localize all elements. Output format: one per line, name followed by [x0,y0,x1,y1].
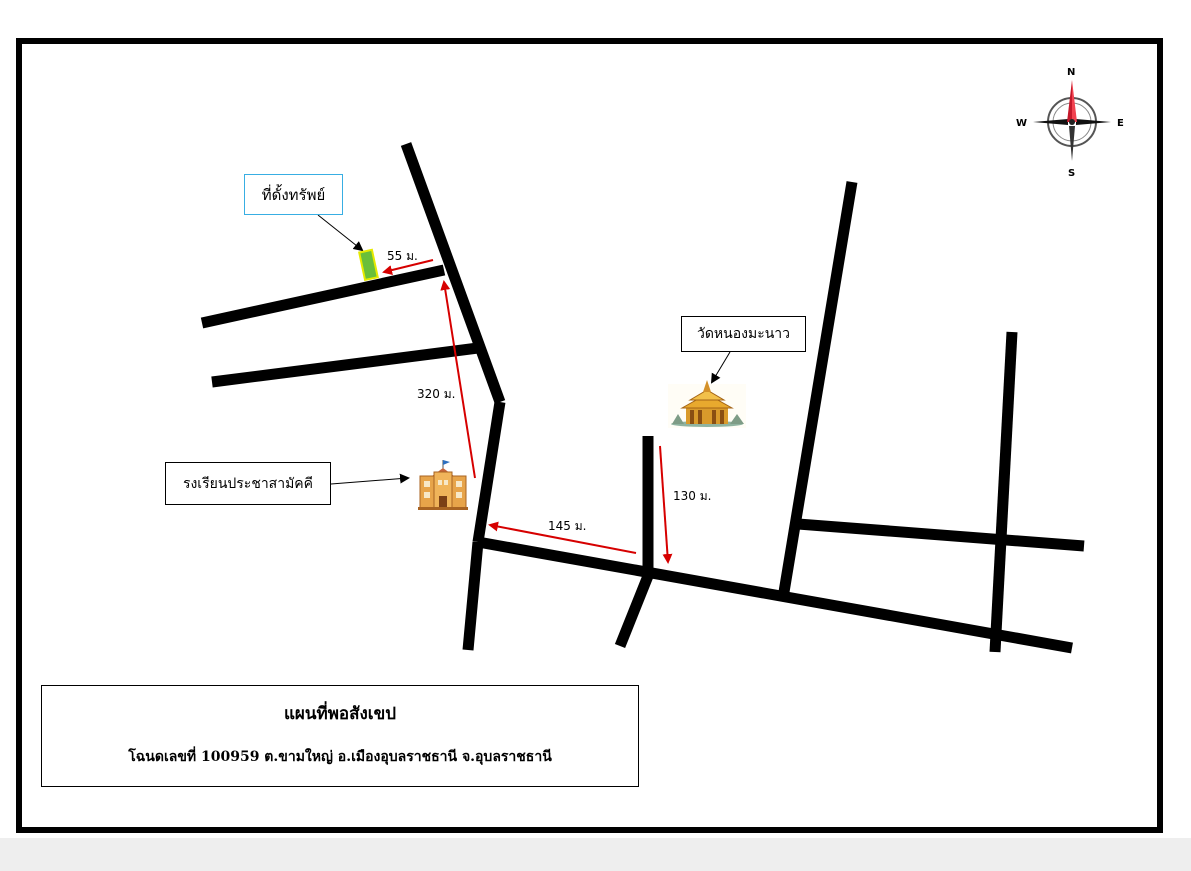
route-arrow-145 [488,521,637,554]
leader-school [330,473,410,485]
compass-rose-icon [1033,80,1111,161]
property-parcel [358,248,379,282]
compass-east-label: E [1117,118,1124,129]
road-north-diagonal [777,181,858,599]
compass-south-label: S [1068,168,1075,179]
road-main-south [472,401,506,543]
school-building-icon [418,460,468,510]
distance-130: 130 ม. [673,489,711,503]
map-title-box: แผนที่พอสังเขป โฉนดเลขที่ 100959 ต.ขามให… [41,685,639,787]
route-arrow-130 [659,445,673,564]
route-arrow-55 [382,259,434,275]
road-east-cross [797,518,1085,552]
road-east-main [477,536,1073,654]
roads [200,142,1085,654]
compass-north-label: N [1067,67,1075,78]
temple-callout: วัดหนองมะนาว [681,316,806,352]
road-west-upper [200,264,446,329]
road-west-lower [211,342,479,388]
property-callout: ที่ดั้งทรัพย์ [244,174,343,215]
route-arrows [382,259,673,564]
school-label: รงเรียนประชาสามัคคี [182,475,314,492]
compass-west-label: W [1016,118,1027,129]
distance-320: 320 ม. [417,387,455,401]
road-far-east-vertical [989,331,1018,653]
temple-label: วัดหนองมะนาว [696,326,791,342]
route-arrow-320 [440,280,476,479]
deed-description: โฉนดเลขที่ 100959 ต.ขามใหญ่ อ.เมืองอุบลร… [128,749,552,765]
callout-leaders [317,214,731,485]
school-callout: รงเรียนประชาสามัคคี [165,462,331,505]
distance-55: 55 ม. [387,249,418,263]
property-label: ที่ดั้งทรัพย์ [261,185,326,204]
road-southwest-stub [462,541,484,651]
bottom-strip [0,838,1191,871]
road-south-branch [614,573,654,649]
temple-icon [668,380,746,428]
map-title: แผนที่พอสังเขป [283,704,397,724]
road-main-diagonal [400,142,506,404]
distance-145: 145 ม. [548,519,586,533]
leader-temple [710,351,731,384]
leader-property [317,214,364,252]
